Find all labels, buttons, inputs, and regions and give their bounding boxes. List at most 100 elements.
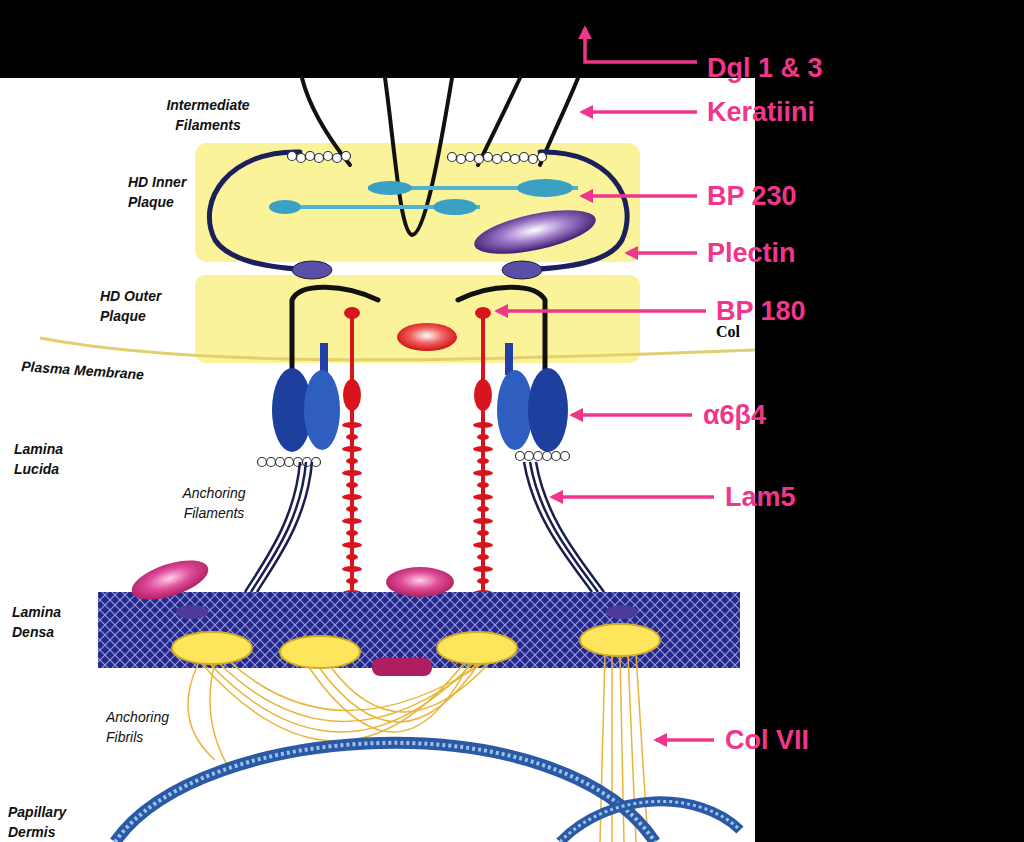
bead-chain xyxy=(525,452,534,461)
bp180-strand xyxy=(342,542,362,548)
integrin-a6b4 xyxy=(528,368,568,452)
integrin-a6b4 xyxy=(505,343,513,375)
structure-label: Anchoring Fibrils xyxy=(106,707,190,747)
bp180-strand xyxy=(350,310,354,605)
bp180-strand xyxy=(346,578,358,584)
collagen-vii-nc1 xyxy=(172,624,660,668)
bp180-strand xyxy=(342,307,493,608)
bp230-dumbbell xyxy=(433,199,477,215)
bead-chain xyxy=(342,152,351,161)
structure-label: HD Outer Plaque xyxy=(100,286,176,326)
lamina-densa xyxy=(98,592,740,668)
leader-arrow xyxy=(582,110,697,114)
bead-chain xyxy=(306,152,315,161)
leader-arrow xyxy=(552,495,714,499)
anchoring-filament xyxy=(257,462,312,592)
structure-label: Plasma Membrane xyxy=(21,356,145,385)
bead-chain xyxy=(333,154,342,163)
bead-chain xyxy=(502,153,511,162)
structure-label: HD Inner Plaque xyxy=(128,172,198,212)
bp180-strand xyxy=(346,458,358,464)
intermediate-filament xyxy=(478,78,520,165)
matrix-protein xyxy=(127,552,213,607)
callout-label: α6β4 xyxy=(703,401,766,429)
bead-chain xyxy=(538,153,547,162)
bead-chain xyxy=(288,152,297,161)
plectin-loop xyxy=(209,152,312,270)
bp180-strand xyxy=(473,494,493,500)
integrin-tail xyxy=(458,287,545,375)
bead-chain xyxy=(534,452,543,461)
integrin-tail xyxy=(292,287,545,375)
bead-chain xyxy=(258,458,267,467)
anchoring-filament xyxy=(245,462,300,592)
leader-arrow xyxy=(572,413,692,417)
bp180-strand xyxy=(477,506,489,512)
leader-arrow xyxy=(497,28,714,740)
bead-chain xyxy=(511,155,520,164)
bp180-strand xyxy=(342,422,362,428)
bp180-strand xyxy=(473,518,493,524)
background xyxy=(0,78,755,842)
integrin-a6b4 xyxy=(304,370,340,450)
callout-label: Keratiini xyxy=(707,98,815,126)
bp180-strand xyxy=(477,458,489,464)
bead-chain xyxy=(285,458,294,467)
plaque-band xyxy=(195,275,640,363)
bead-chain xyxy=(315,154,324,163)
leader-arrow xyxy=(627,251,697,255)
plaque-oval xyxy=(292,261,332,279)
bp230-dumbbell xyxy=(269,200,301,214)
callout-label: BP 180 xyxy=(716,297,806,325)
structure-label: Lamina Densa xyxy=(12,602,72,642)
bead-chain xyxy=(543,452,552,461)
callout-label: Plectin xyxy=(707,239,796,267)
anchoring-filament xyxy=(536,462,604,592)
bead-chain xyxy=(493,155,502,164)
bead-chain xyxy=(297,154,306,163)
bp180-strand xyxy=(342,470,362,476)
dermal-collagen xyxy=(560,801,740,842)
anchoring-fibril xyxy=(330,662,490,712)
plaque-band xyxy=(195,143,640,262)
bead-chain xyxy=(448,153,457,162)
leader-arrow xyxy=(582,194,697,198)
bp180-strand xyxy=(346,506,358,512)
bp180-strand xyxy=(342,494,362,500)
dermal-collagen xyxy=(115,743,740,842)
structure-label: Anchoring Filaments xyxy=(172,483,256,523)
plectin-domain xyxy=(471,202,600,263)
bead-chain xyxy=(457,155,466,164)
bp180-strand xyxy=(477,482,489,488)
bp180-strand xyxy=(346,554,358,560)
leader-arrow xyxy=(497,309,706,313)
bp180-strand xyxy=(477,554,489,560)
bead-chain xyxy=(529,155,538,164)
matrix-protein xyxy=(372,658,432,676)
bead-chain xyxy=(484,153,493,162)
callout-label: Lam5 xyxy=(725,483,796,511)
bead-chain xyxy=(466,153,475,162)
anchoring-fibril xyxy=(200,662,465,741)
bp180-strand xyxy=(342,566,362,572)
collagen-vii-nc1 xyxy=(580,624,660,656)
structure-label: Papillary Dermis xyxy=(8,802,86,842)
bp180-strand xyxy=(473,422,493,428)
bp230-dumbbell xyxy=(517,179,573,197)
bead-chain xyxy=(520,153,529,162)
plectin-loop xyxy=(209,152,627,270)
bead-chain xyxy=(303,458,312,467)
matrix-protein xyxy=(127,552,638,676)
bp180-strand xyxy=(473,470,493,476)
bp180-strand xyxy=(346,434,358,440)
bp180-strand xyxy=(473,542,493,548)
leader-arrow xyxy=(585,28,697,62)
matrix-protein xyxy=(386,567,454,597)
structure-label: Intermediate Filaments xyxy=(150,95,266,135)
bead-chain xyxy=(294,458,303,467)
bead-chain xyxy=(288,152,547,164)
bead-chain xyxy=(276,458,285,467)
